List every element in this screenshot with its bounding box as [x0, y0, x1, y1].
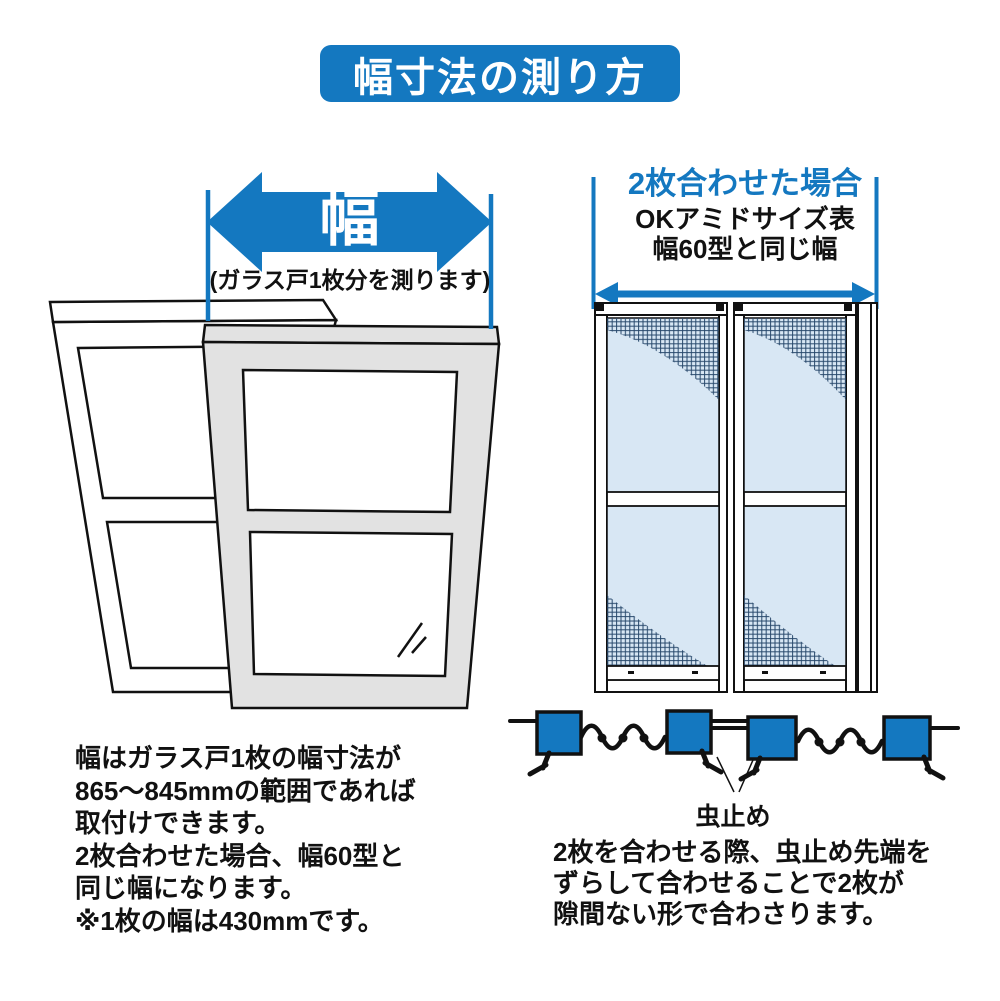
- bug-stopper-diagram: [508, 709, 960, 793]
- size-table-note-line2: 幅60型と同じ幅: [652, 234, 838, 264]
- width-spec-line: 同じ幅になります。: [75, 873, 307, 903]
- width-spec-line: 取付けできます。: [75, 808, 281, 838]
- title-banner: 幅寸法の測り方: [320, 45, 680, 102]
- front-glass-door: [201, 323, 501, 710]
- width-arrow-label: 幅: [319, 186, 380, 253]
- page-title: 幅寸法の測り方: [353, 55, 647, 100]
- screen-panel-left: [594, 302, 728, 693]
- span-extension-lines: [591, 177, 879, 309]
- bug-stopper-note-line: 隙間ない形で合わさります。: [553, 899, 889, 929]
- width-extension-lines: [205, 190, 494, 329]
- edge-rail: [857, 302, 878, 693]
- stopper-feet: [527, 748, 946, 782]
- width-spec-line: 865〜845mmの範囲であれば: [75, 775, 416, 806]
- bug-stopper-block: [535, 709, 932, 761]
- glass-door-illustration: [48, 172, 501, 710]
- width-spec-line: 2枚合わせた場合、幅60型と: [75, 840, 405, 871]
- width-spec-line: 幅はガラス戸1枚の幅寸法が: [75, 743, 401, 773]
- width-spec-line: ※1枚の幅は430mmです。: [75, 905, 384, 936]
- measure-note: (ガラス戸1枚分を測ります): [209, 267, 491, 293]
- pair-heading: 2枚合わせた場合: [627, 166, 863, 201]
- bug-stopper-note-line: 2枚を合わせる際、虫止め先端を: [553, 837, 932, 867]
- screen-panel-right: [733, 302, 857, 693]
- span-arrow: [595, 282, 875, 306]
- bug-stopper-label: 虫止め: [695, 803, 771, 831]
- screen-pair-illustration: [591, 177, 879, 693]
- bug-stopper-note: 2枚を合わせる際、虫止め先端を ずらして合わせることで2枚が 隙間ない形で合わさ…: [553, 837, 931, 930]
- glass-shine-mark: [396, 622, 427, 658]
- width-spec-note: 幅はガラス戸1枚の幅寸法が 865〜845mmの範囲であれば 取付けできます。 …: [75, 742, 416, 937]
- bug-stopper-note-line: ずらして合わせることで2枚が: [553, 868, 904, 898]
- width-arrow: [207, 172, 492, 272]
- pointer-line: [716, 756, 754, 793]
- size-table-note-line1: OKアミドサイズ表: [635, 204, 855, 234]
